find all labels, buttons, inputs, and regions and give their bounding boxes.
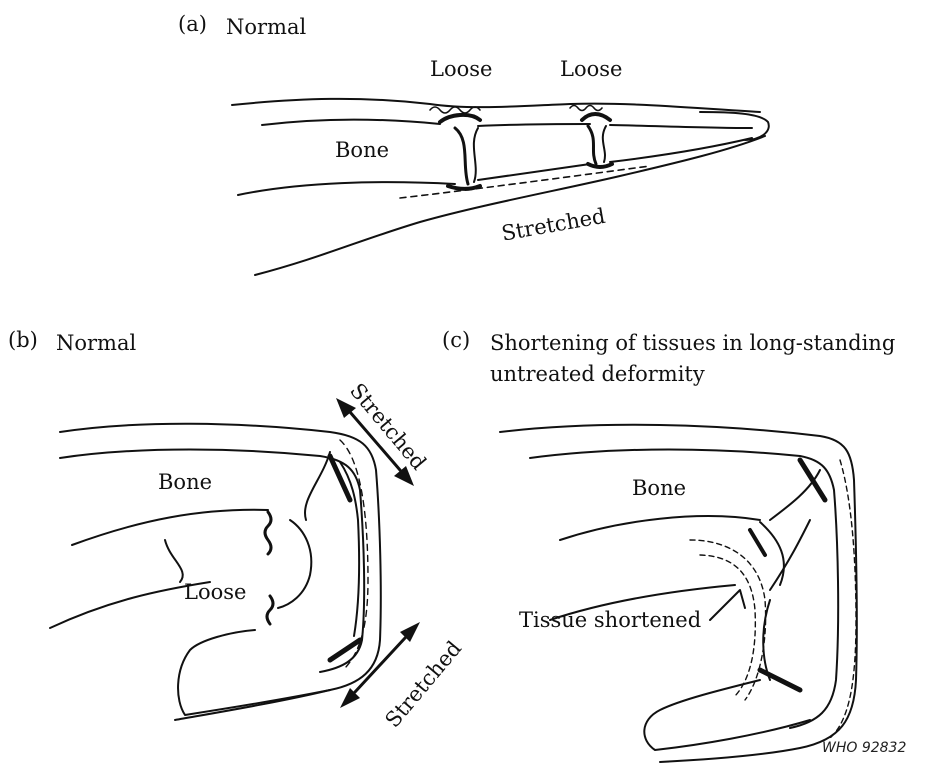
panel-c-caption-line-1: Shortening of tissues in long-standing (490, 333, 895, 354)
panel-c-bone-label: Bone (632, 478, 686, 499)
panel-a-letter: (a) (178, 14, 207, 35)
panel-b-bone-label: Bone (158, 472, 212, 493)
panel-a-loose-label-2: Loose (560, 59, 622, 80)
panel-a-loose-label-1: Loose (430, 59, 492, 80)
figure-credit: WHO 92832 (822, 740, 906, 756)
panel-a-caption: Normal (226, 17, 306, 38)
panel-a-bone-label: Bone (335, 140, 389, 161)
panel-b-loose-label: Loose (184, 582, 246, 603)
panel-c-tissue-shortened-label: Tissue shortened (519, 610, 701, 631)
panel-b-finger-drawing (50, 398, 420, 720)
panel-a-finger-drawing (232, 99, 769, 275)
panel-b-caption: Normal (56, 333, 136, 354)
panel-c-letter: (c) (442, 330, 470, 351)
panel-c-caption-line-2: untreated deformity (490, 364, 705, 385)
panel-b-letter: (b) (8, 330, 38, 351)
